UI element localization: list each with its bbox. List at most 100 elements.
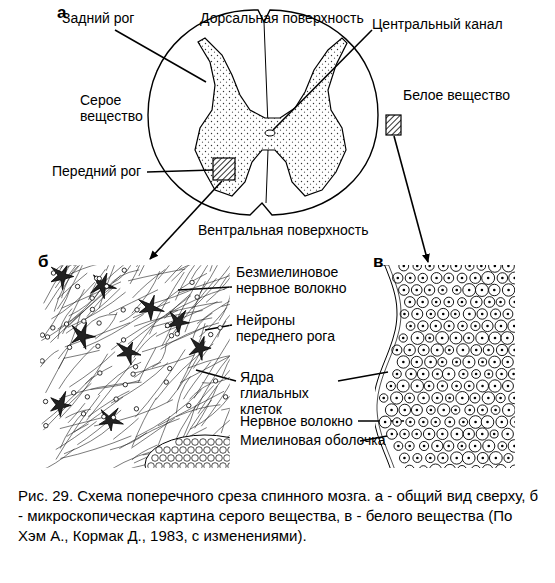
myelin-sheath [496, 298, 505, 307]
myelin-sheath [510, 465, 515, 468]
fiber [68, 292, 126, 327]
fiber [88, 391, 129, 417]
fiber [46, 357, 65, 393]
grey-matter-micro [40, 265, 230, 468]
myelin-sheath [476, 332, 489, 345]
myelin-sheath [469, 416, 482, 429]
myelin-sheath [444, 321, 454, 331]
glia-nucleus [131, 372, 135, 376]
fiber [222, 332, 230, 376]
myelin-sheath [399, 453, 409, 463]
myelin-sheath [458, 442, 466, 450]
myelin-sheath [452, 286, 461, 295]
axon [396, 349, 399, 352]
myelinated-fiber [208, 439, 215, 446]
myelin-sheath [431, 417, 440, 426]
axon [455, 361, 458, 364]
myelin-sheath [484, 297, 495, 308]
myelin-sheath [438, 308, 449, 319]
fiber [65, 323, 130, 347]
axon [448, 349, 451, 352]
axon [487, 445, 490, 448]
axon [494, 385, 497, 388]
fiber [139, 265, 172, 276]
myelin-sheath [442, 368, 455, 381]
axon [441, 385, 444, 388]
myelin-sheath [502, 381, 513, 392]
fiber [111, 363, 168, 404]
axon [441, 337, 444, 340]
glia-nucleus [43, 399, 47, 403]
axon [396, 421, 399, 424]
myelin-sheath [498, 442, 507, 451]
fiber [44, 287, 71, 336]
myelin-sheath [412, 308, 423, 319]
axon [436, 349, 439, 352]
axon [434, 421, 437, 424]
myelin-sheath [405, 465, 415, 468]
myelin-sheath [477, 380, 489, 392]
axon [409, 421, 412, 424]
axon [408, 445, 411, 448]
myelin-sheath [400, 429, 409, 438]
axon [468, 433, 471, 436]
myelin-sheath [463, 428, 474, 439]
myelin-sheath [431, 273, 442, 284]
myelinated-fiber [164, 463, 171, 468]
myelinated-fiber [220, 463, 227, 468]
axon [481, 457, 484, 460]
axon [507, 265, 510, 267]
neuron [91, 273, 117, 299]
myelin-sheath [399, 404, 411, 416]
glia-nucleus [104, 284, 108, 288]
neuron [139, 295, 165, 320]
neuron [189, 336, 211, 360]
myelin-sheath [437, 381, 447, 391]
glia-nucleus [40, 359, 44, 363]
myelinated-fiber [228, 447, 230, 454]
myelin-sheath [508, 320, 515, 333]
myelin-sheath [496, 368, 507, 379]
axon [423, 445, 426, 448]
myelin-sheath [502, 265, 514, 272]
fiber [98, 362, 141, 395]
axon [507, 385, 510, 388]
axon [513, 325, 515, 328]
axon [475, 373, 478, 376]
axon [408, 397, 411, 400]
myelin-sheath [491, 309, 501, 319]
myelin-sheath [406, 322, 415, 331]
myelin-sheath [426, 310, 435, 319]
sample-square [213, 158, 235, 180]
fiber [193, 313, 213, 339]
axon [416, 409, 419, 412]
myelinated-fiber [168, 455, 175, 462]
fiber [132, 355, 195, 374]
axon [467, 457, 470, 460]
axon [507, 313, 510, 316]
part-label: Безмиелиновое нервное волокно [236, 264, 366, 296]
grey-matter [195, 38, 347, 196]
myelin-sheath [459, 369, 468, 378]
myelin-sheath [489, 332, 501, 344]
myelin-sheath [489, 452, 502, 465]
myelinated-fiber [188, 463, 195, 468]
myelin-sheath [427, 406, 436, 415]
fiber [90, 265, 138, 296]
axon [441, 289, 444, 292]
glia-nucleus [75, 284, 79, 288]
axon [409, 325, 412, 328]
axon [501, 421, 504, 424]
axon [395, 397, 398, 400]
myelin-sheath [444, 273, 454, 283]
myelin-sheath [501, 332, 514, 345]
myelin-sheath [456, 392, 469, 405]
myelinated-fiber [196, 463, 203, 468]
myelinated-fiber [180, 463, 187, 468]
myelin-sheath [459, 418, 468, 427]
myelin-sheath [503, 404, 515, 417]
axon [494, 265, 497, 267]
myelin-sheath [423, 428, 434, 439]
fiber [210, 265, 230, 272]
glia-nucleus [97, 276, 101, 280]
